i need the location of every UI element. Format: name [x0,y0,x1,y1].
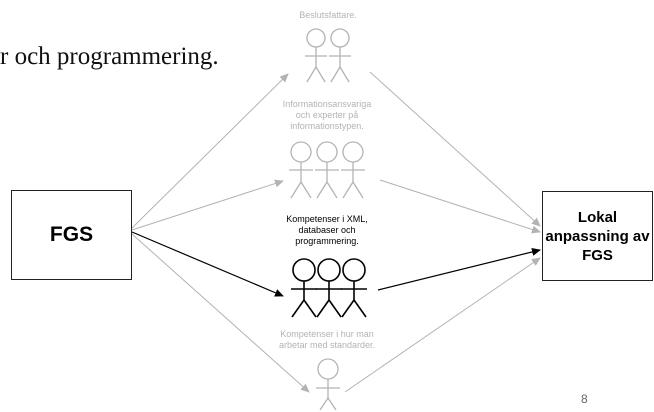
kompetenser-standarder-figure-group [316,358,340,411]
person-icon [291,258,317,318]
arrow-fgs-to-kompetenser-xml [131,231,284,297]
arrow-beslutsfattare-to-lokal [369,71,541,227]
person-icon [289,141,313,199]
group-label-kompetenser-xml: Kompetenser i XML, databaser och program… [286,214,368,246]
informationsansvariga-figure-group [289,141,365,199]
arrow-fgs-to-kompetenser-standarder [131,233,310,393]
person-icon [341,258,367,318]
kompetenser-xml-figure-group [291,258,367,318]
slide-number: 8 [581,392,588,406]
person-icon [315,141,339,199]
fgs-box-label: FGS [49,223,94,246]
group-label-beslutsfattare: Beslutsfattare. [299,10,357,20]
fgs-source-box: FGS [11,190,132,280]
group-label-kompetenser-standarder: Kompetenser i hur man arbetar med standa… [278,329,376,350]
beslutsfattare-figure-group [305,28,351,83]
arrow-fgs-to-beslutsfattare [131,73,289,229]
person-icon [316,358,340,411]
lokal-anpassning-box-label: Lokal anpassning av FGS [545,208,650,264]
person-icon [305,28,327,83]
arrow-kompetenser-xml-to-lokal [377,248,541,291]
group-label-informationsansvariga: Informationsansvariga och experter på in… [282,99,372,131]
arrow-informationsansvariga-to-lokal [379,179,541,234]
person-icon [329,28,351,83]
arrow-kompetenser-standarder-to-lokal [344,257,541,393]
slide-heading-fragment: r och programmering. [0,43,219,70]
lokal-anpassning-target-box: Lokal anpassning av FGS [542,191,653,281]
person-icon [316,258,342,318]
arrow-fgs-to-informationsansvariga [131,179,284,231]
person-icon [341,141,365,199]
